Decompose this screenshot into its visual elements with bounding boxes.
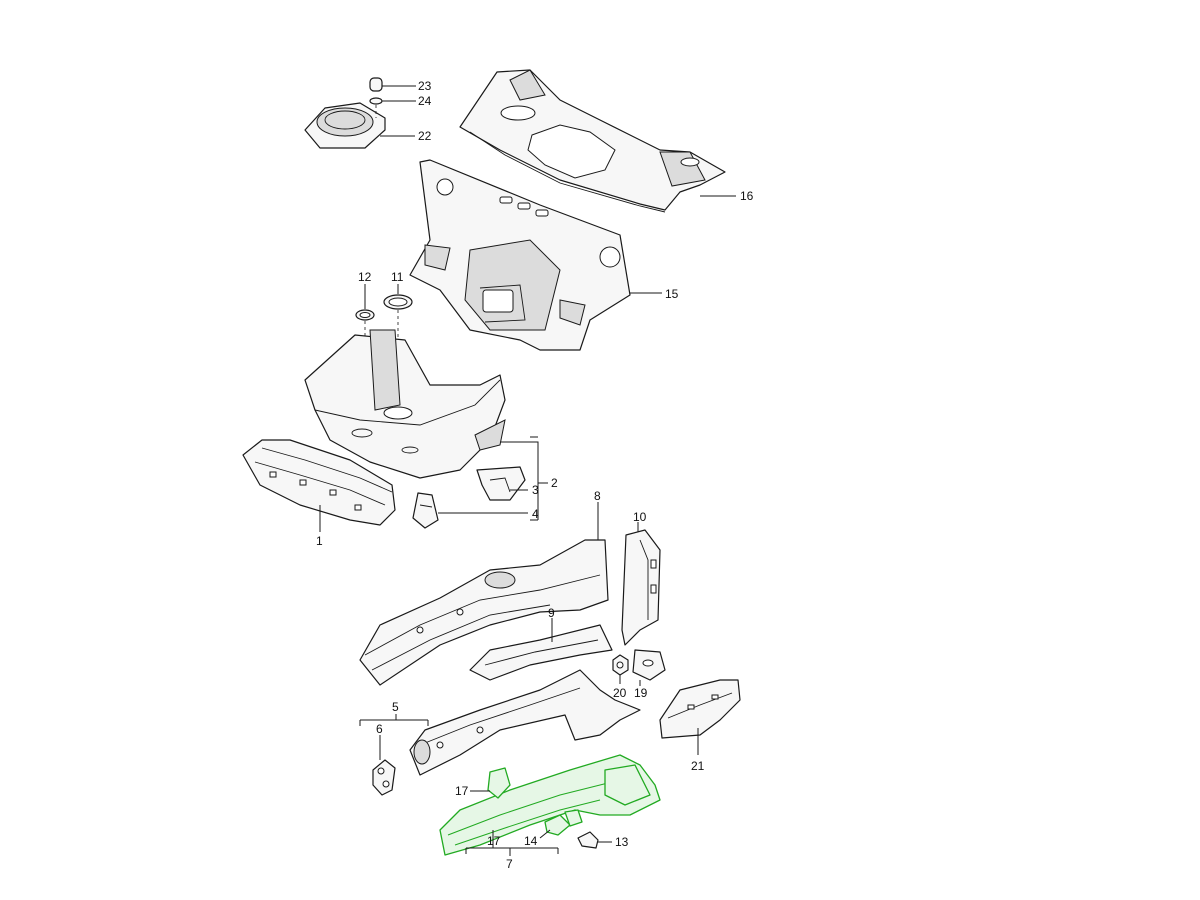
callout-21: 21	[691, 759, 705, 773]
part-14-clip[interactable]: 14	[524, 809, 583, 848]
callout-10: 10	[633, 510, 647, 524]
callout-6: 6	[376, 722, 383, 736]
part-9-inner-reinforcement[interactable]: 9	[469, 606, 613, 681]
callout-22: 22	[418, 129, 432, 143]
callout-19: 19	[634, 686, 648, 700]
part-2-spare-wheel-well[interactable]: 2	[304, 329, 558, 521]
part-24-washer[interactable]: 24	[369, 94, 432, 118]
part-16-rear-panel-upper[interactable]: 16	[459, 69, 754, 213]
callout-20: 20	[613, 686, 627, 700]
callout-3: 3	[532, 483, 539, 497]
part-6-plate[interactable]: 6	[372, 722, 396, 796]
part-5-side-member-rear[interactable]: 5	[359, 669, 641, 776]
callout-5: 5	[392, 700, 399, 714]
callout-8: 8	[594, 489, 601, 503]
callout-15: 15	[665, 287, 679, 301]
part-10-pillar-reinforcement[interactable]: 10	[621, 510, 661, 646]
part-20-nut[interactable]: 20	[612, 654, 629, 700]
callout-2: 2	[551, 476, 558, 490]
callout-16: 16	[740, 189, 754, 203]
callout-24: 24	[418, 94, 432, 108]
callout-12: 12	[358, 270, 372, 284]
callout-7: 7	[506, 857, 513, 871]
part-4-small-bracket[interactable]: 4	[412, 492, 539, 529]
part-23-cap-nut[interactable]: 23	[369, 77, 432, 93]
part-19-bracket[interactable]: 19	[632, 649, 666, 700]
callout-9: 9	[548, 606, 555, 620]
part-3-bracket[interactable]: 3	[476, 466, 539, 501]
part-17-bracket-upper[interactable]: 17	[455, 767, 511, 799]
callout-14: 14	[524, 834, 538, 848]
callout-23: 23	[418, 79, 432, 93]
part-17-bracket-lower[interactable]: 17	[487, 830, 501, 848]
part-1-rear-crossmember[interactable]: 1	[242, 439, 396, 548]
part-8-side-member[interactable]: 8	[359, 489, 609, 686]
callout-13: 13	[615, 835, 629, 849]
part-22-mount-pad[interactable]: 22	[304, 102, 432, 149]
part-7-rear-side-member-highlighted[interactable]: 7	[439, 754, 661, 871]
callout-17a: 17	[455, 784, 469, 798]
part-21-floor-side-section[interactable]: 21	[659, 679, 741, 773]
callout-1: 1	[316, 534, 323, 548]
part-15-rear-wall-panel[interactable]: 15	[409, 159, 679, 351]
part-13-small-bracket[interactable]: 13	[577, 831, 629, 849]
callout-11: 11	[391, 270, 404, 284]
callout-17b: 17	[487, 834, 501, 848]
callout-4: 4	[532, 507, 539, 521]
